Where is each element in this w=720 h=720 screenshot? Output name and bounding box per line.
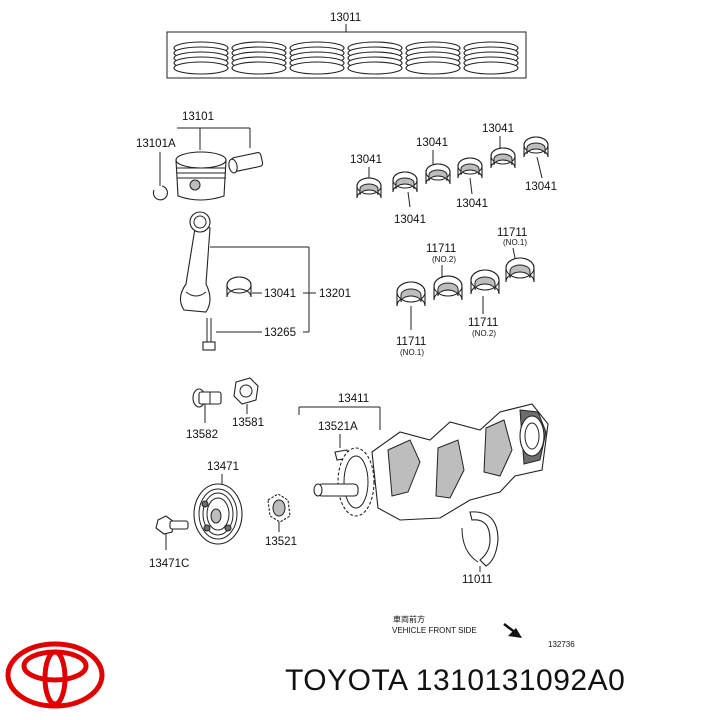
piston-ring xyxy=(173,41,229,75)
label-bearing-c: 13041 xyxy=(482,123,514,135)
label-bearing-d: 13041 xyxy=(394,214,426,226)
piston-pin xyxy=(228,152,264,174)
label-main-bearing-2: 11711 xyxy=(497,227,527,239)
label-pulley-bolt: 13471C xyxy=(149,558,189,570)
piston-ring-set: 13011 xyxy=(166,12,527,79)
main-bearing-shell xyxy=(396,281,426,307)
label-crankshaft: 13411 xyxy=(338,393,369,405)
label-bearing-f: 13041 xyxy=(525,181,557,193)
piston-ring xyxy=(289,41,345,75)
label-bearing-e: 13041 xyxy=(456,198,488,210)
label-pulley: 13471 xyxy=(207,461,239,473)
piston-ring xyxy=(463,41,519,75)
label-bearing-b: 13041 xyxy=(416,137,448,149)
bearing-shell xyxy=(490,147,516,169)
bearing-set-upper: 13041 13041 13041 13041 13041 13041 xyxy=(350,123,557,226)
label-washer: 13581 xyxy=(232,417,264,429)
label-conrod: 13201 xyxy=(319,288,351,300)
label-main-bearing-3-note: (NO.1) xyxy=(400,348,424,357)
label-main-bearing-4-note: (NO.2) xyxy=(472,329,496,338)
label-thrust-washer: 11011 xyxy=(462,574,492,586)
bearing-shell xyxy=(356,177,382,199)
label-bolt: 13582 xyxy=(186,429,218,441)
piston-assembly: 13101 13101A xyxy=(136,111,264,201)
label-main-bearing-1-note: (NO.2) xyxy=(432,255,456,264)
crank-pulley: 13471 xyxy=(193,461,243,545)
crankshaft xyxy=(313,403,549,521)
main-bearing-shell xyxy=(505,257,535,283)
piston-ring xyxy=(405,41,461,75)
pulley-bolt: 13471C xyxy=(149,515,189,570)
main-bearing-shell xyxy=(470,269,500,295)
label-main-bearing-4: 11711 xyxy=(468,317,498,329)
brand-name: TOYOTA xyxy=(285,664,407,697)
main-bearing-set: 11711 (NO.2) 11711 (NO.1) 11711 (NO.1) 1… xyxy=(396,227,535,357)
washer-13581: 13581 xyxy=(232,377,264,429)
toyota-logo-icon xyxy=(5,641,105,709)
timing-gear-13521: 13521 xyxy=(265,493,297,548)
label-bearing-a: 13041 xyxy=(350,154,382,166)
label-main-bearing-1: 11711 xyxy=(426,243,456,255)
front-arrow-icon xyxy=(503,623,522,638)
label-piston-clip: 13101A xyxy=(136,138,176,150)
piston-pin-clip xyxy=(152,185,168,201)
label-conrod-bolt: 13265 xyxy=(264,327,296,339)
bearing-shell xyxy=(457,157,483,179)
piston-ring xyxy=(347,41,403,75)
part-number: 1310131092A0 xyxy=(415,664,626,697)
crank-timing-gear xyxy=(337,447,375,517)
thrust-washer: 11011 xyxy=(461,511,499,586)
label-timing-gear: 13521 xyxy=(265,536,297,548)
label-crank-key: 13521A xyxy=(318,421,358,433)
diagram-number: 132736 xyxy=(548,640,575,649)
bearing-shell xyxy=(392,171,418,193)
connecting-rod-assembly: 13041 13201 13265 xyxy=(179,211,351,351)
conrod-bolt xyxy=(202,318,216,351)
front-label-jp: 車両前方 xyxy=(393,614,425,624)
label-piston: 13101 xyxy=(182,111,214,123)
brand-part-number: TOYOTA 1310131092A0 xyxy=(285,664,625,698)
bearing-shell xyxy=(425,163,451,185)
main-bearing-shell xyxy=(433,275,463,301)
front-label-en: VEHICLE FRONT SIDE xyxy=(392,626,477,635)
bearing-shell xyxy=(523,136,549,158)
connecting-rod xyxy=(179,221,211,313)
label-ring-set: 13011 xyxy=(330,12,361,24)
label-conrod-bearing: 13041 xyxy=(264,288,296,300)
conrod-bearing xyxy=(226,276,252,298)
label-main-bearing-3: 11711 xyxy=(396,336,426,348)
crankshaft-assembly: 13411 13521A xyxy=(298,393,549,521)
bolt-13582: 13582 xyxy=(186,388,222,441)
label-main-bearing-2-note: (NO.1) xyxy=(503,238,527,247)
piston-ring xyxy=(231,41,287,75)
vehicle-front-indicator: 車両前方 VEHICLE FRONT SIDE 132736 xyxy=(392,614,575,649)
